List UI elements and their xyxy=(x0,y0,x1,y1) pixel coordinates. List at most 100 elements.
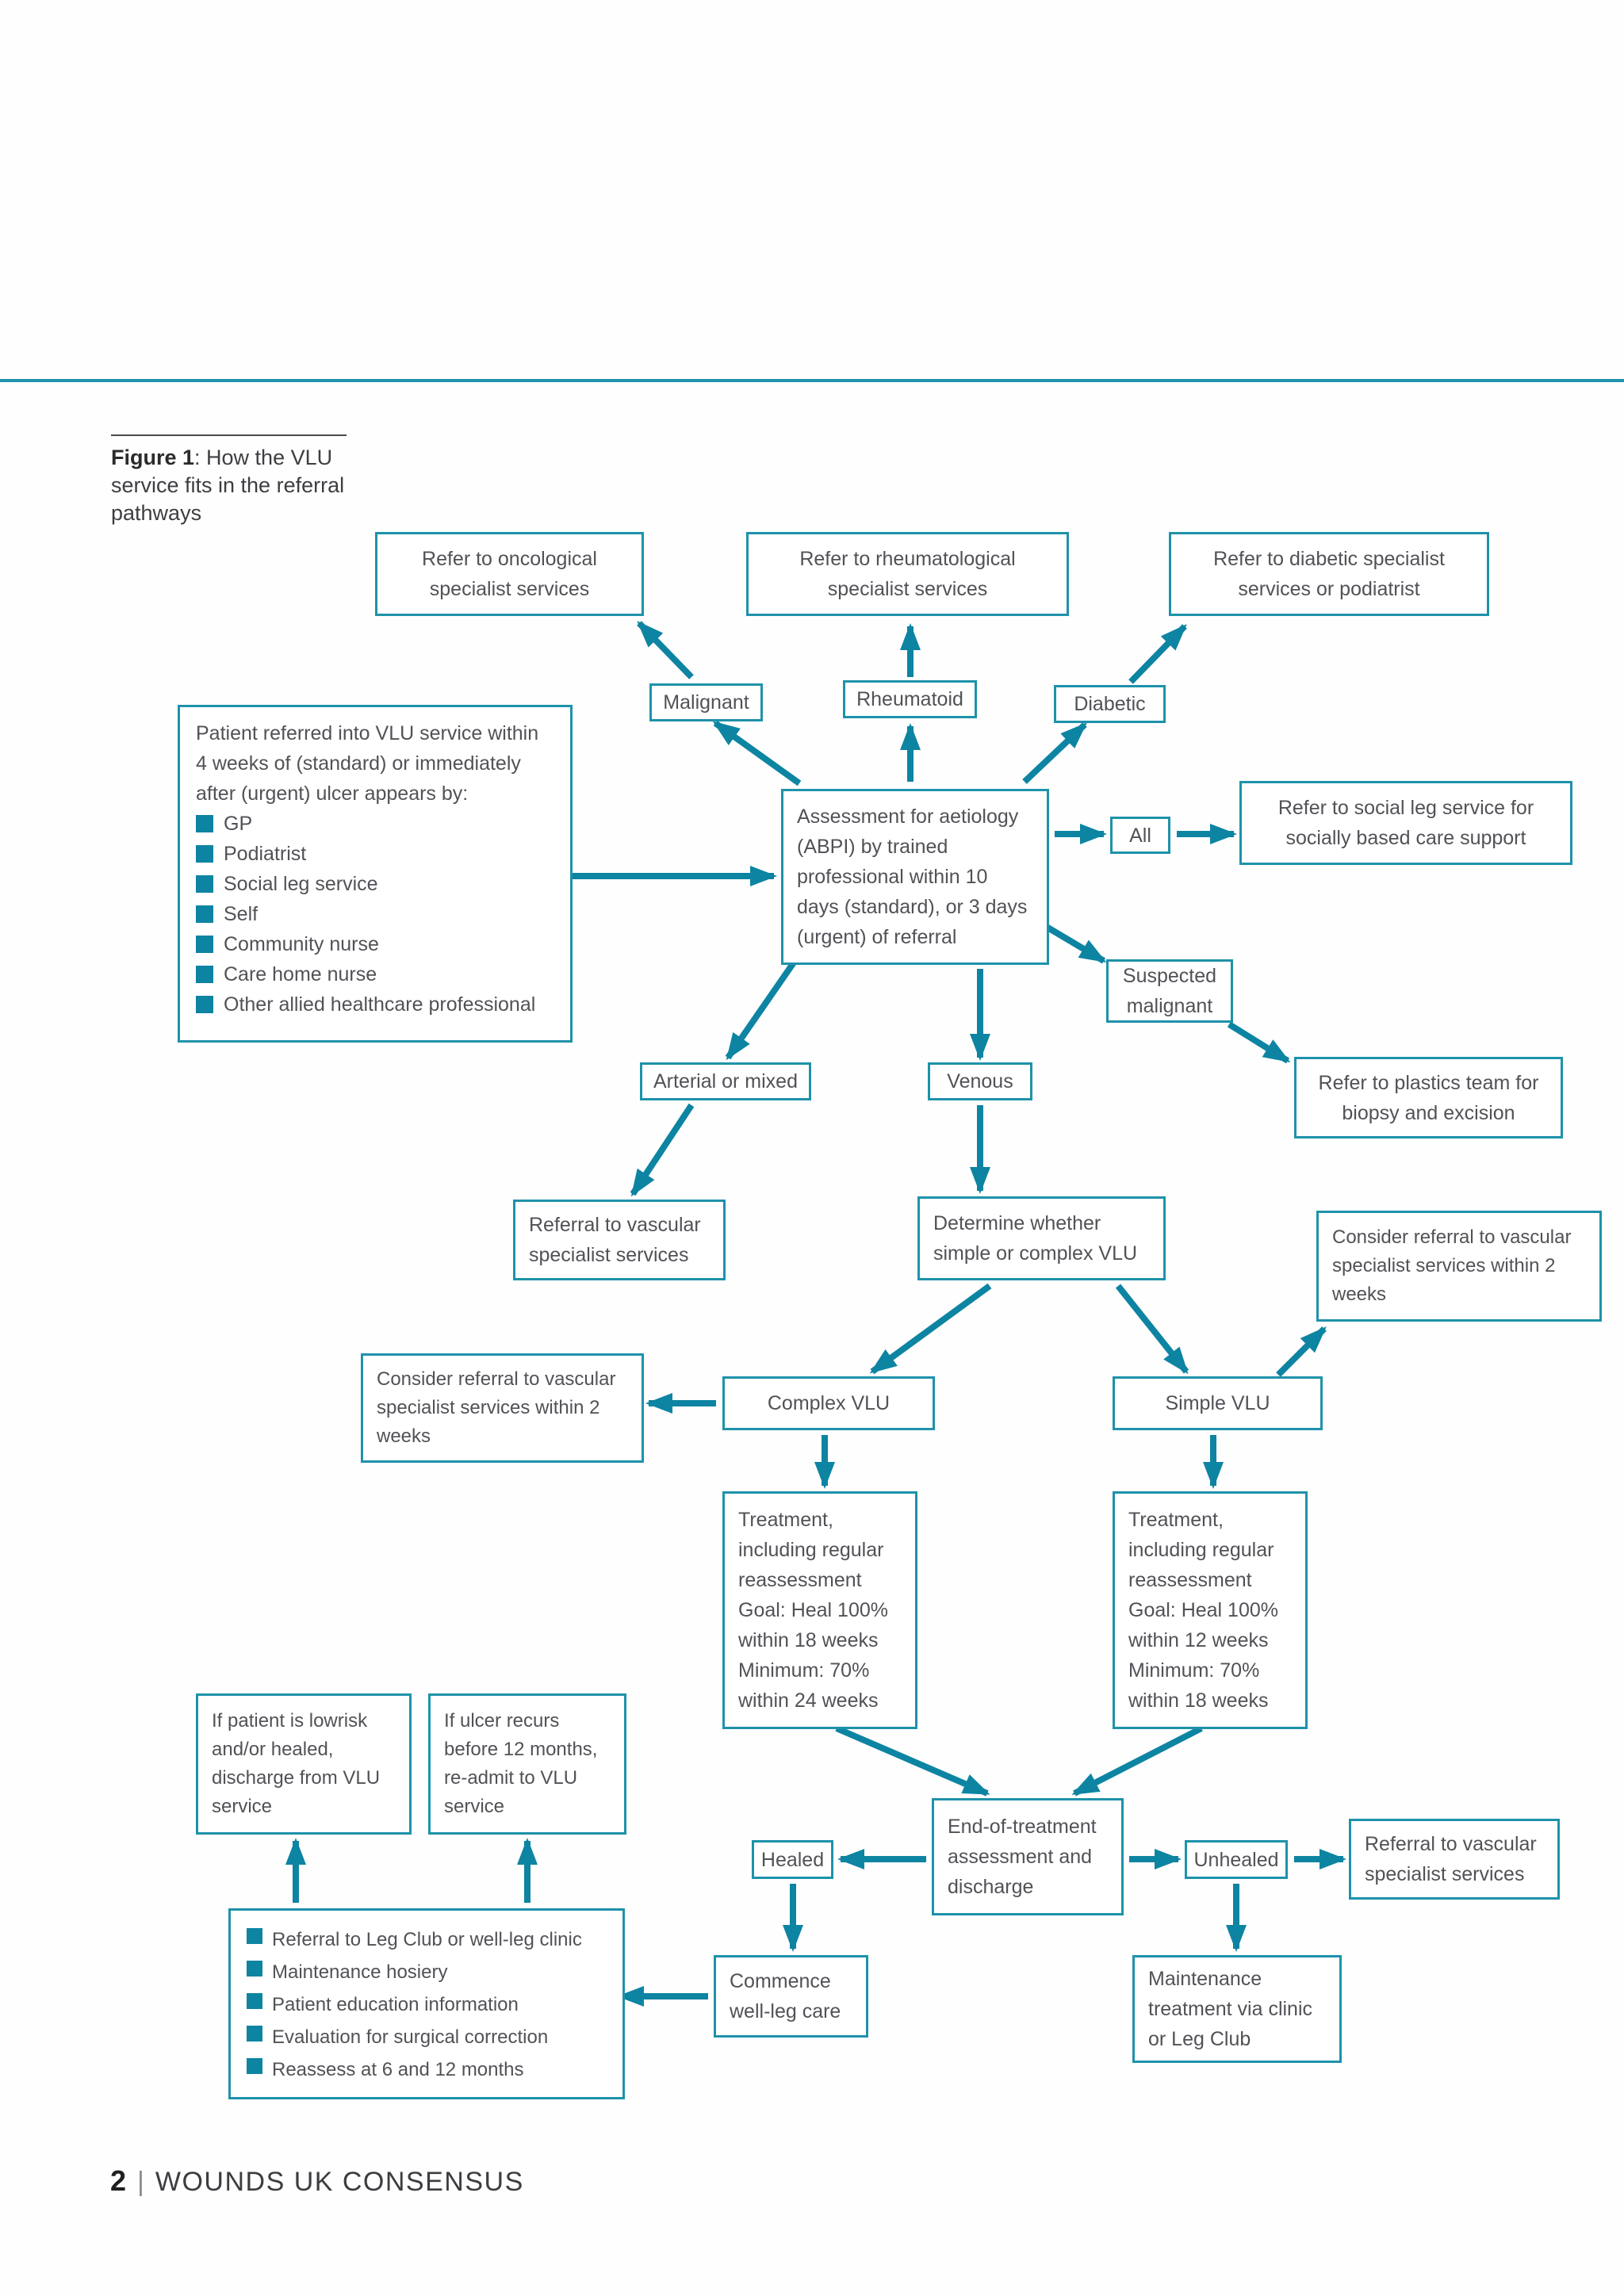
arrow-simple-to-consider-right xyxy=(1276,1326,1327,1377)
node-if-lowrisk: If patient is lowrisk and/or healed, dis… xyxy=(196,1693,412,1835)
node-label: Diabetic xyxy=(1074,693,1146,715)
bullet-square-icon xyxy=(247,1928,262,1944)
treatment-line: Minimum: 70% within 24 weeks xyxy=(738,1659,879,1712)
arrow-complex-treatment-to-end xyxy=(835,1725,990,1797)
node-diabetic: Diabetic xyxy=(1054,685,1166,723)
treatment-lines: Treatment, including regular reassessmen… xyxy=(1128,1505,1292,1716)
bullet-square-icon xyxy=(247,2058,262,2074)
node-label: Referral to vascular specialist services xyxy=(1365,1833,1537,1885)
referral-source-item: Care home nurse xyxy=(196,959,554,989)
bullet-text: Community nurse xyxy=(224,933,379,955)
bullet-text: Care home nurse xyxy=(224,963,377,985)
arrow-assessment-to-malignant xyxy=(712,720,802,786)
node-consider-vascular-right: Consider referral to vascular specialist… xyxy=(1316,1211,1602,1322)
treatment-line: Treatment, including regular reassessmen… xyxy=(1128,1509,1274,1591)
node-referral-vascular-mid: Referral to vascular specialist services xyxy=(513,1200,726,1280)
node-healed: Healed xyxy=(752,1840,833,1879)
node-arterial-or-mixed: Arterial or mixed xyxy=(640,1062,811,1100)
aftercare-item: Maintenance hosiery xyxy=(247,1956,607,1988)
node-referral-sources: Patient referred into VLU service within… xyxy=(178,705,573,1043)
arrow-assessment-to-suspected-malignant xyxy=(1043,923,1107,964)
node-label: End-of-treatment assessment and discharg… xyxy=(948,1816,1097,1898)
node-label: Referral to vascular specialist services xyxy=(529,1214,701,1266)
aftercare-item: Patient education information xyxy=(247,1988,607,2021)
referral-source-item: GP xyxy=(196,809,554,839)
arrow-malignant-to-oncological xyxy=(637,621,694,679)
bullet-text: Maintenance hosiery xyxy=(272,1961,448,1983)
footer-separator: | xyxy=(137,2167,144,2197)
treatment-line: Goal: Heal 100% within 18 weeks xyxy=(738,1599,889,1651)
node-end-of-treatment: End-of-treatment assessment and discharg… xyxy=(932,1798,1124,1915)
node-label: Refer to social leg service for socially… xyxy=(1277,797,1534,849)
figure-caption-label: Figure 1 xyxy=(111,446,195,469)
node-label: Malignant xyxy=(663,691,749,714)
node-unhealed: Unhealed xyxy=(1185,1840,1288,1879)
arrow-assessment-to-diabetic xyxy=(1022,722,1087,784)
figure-caption: Figure 1: How the VLU service fits in th… xyxy=(111,434,396,527)
bullet-square-icon xyxy=(196,815,213,832)
page-footer: 2|WOUNDS UK CONSENSUS xyxy=(110,2164,524,2198)
node-label: If patient is lowrisk and/or healed, dis… xyxy=(212,1710,381,1817)
node-label: Complex VLU xyxy=(767,1392,891,1414)
node-refer-diabetic: Refer to diabetic specialist services or… xyxy=(1169,532,1489,616)
node-label: Unhealed xyxy=(1193,1848,1279,1871)
node-maintenance: Maintenance treatment via clinic or Leg … xyxy=(1132,1955,1342,2063)
node-refer-plastics: Refer to plastics team for biopsy and ex… xyxy=(1294,1057,1563,1138)
node-treatment-complex: Treatment, including regular reassessmen… xyxy=(722,1491,917,1729)
treatment-line: Treatment, including regular reassessmen… xyxy=(738,1509,884,1591)
node-label: Refer to oncological specialist services xyxy=(422,548,597,600)
top-rule xyxy=(0,379,1624,382)
node-malignant: Malignant xyxy=(649,683,763,721)
node-if-recurs: If ulcer recurs before 12 months, re-adm… xyxy=(428,1693,626,1835)
bullet-text: Evaluation for surgical correction xyxy=(272,2026,549,2048)
node-label: Refer to diabetic specialist services or… xyxy=(1213,548,1445,600)
arrow-arterial-to-vascular xyxy=(630,1103,695,1197)
bullet-square-icon xyxy=(247,1961,262,1976)
node-refer-rheumatological: Refer to rheumatological specialist serv… xyxy=(746,532,1069,616)
bullet-text: Patient education information xyxy=(272,1994,519,2015)
node-label: Consider referral to vascular specialist… xyxy=(1332,1226,1572,1305)
node-all: All xyxy=(1110,817,1170,854)
node-label: Assessment for aetiology (ABPI) by train… xyxy=(797,806,1028,948)
treatment-line: Minimum: 70% within 18 weeks xyxy=(1128,1659,1269,1712)
aftercare-item: Evaluation for surgical correction xyxy=(247,2021,607,2053)
node-label: Rheumatoid xyxy=(856,688,963,710)
caption-rule xyxy=(111,434,347,436)
node-suspected-malignant: Suspected malignant xyxy=(1106,959,1233,1023)
aftercare-item: Referral to Leg Club or well-leg clinic xyxy=(247,1923,607,1956)
bullet-square-icon xyxy=(247,2026,262,2042)
aftercare-item: Reassess at 6 and 12 months xyxy=(247,2053,607,2086)
node-commence: Commence well-leg care xyxy=(714,1955,868,2038)
treatment-line: Goal: Heal 100% within 12 weeks xyxy=(1128,1599,1279,1651)
bullet-text: Other allied healthcare professional xyxy=(224,993,536,1016)
referral-source-item: Other allied healthcare professional xyxy=(196,989,554,1020)
node-label: All xyxy=(1129,824,1151,847)
node-label: Arterial or mixed xyxy=(653,1070,798,1093)
referral-source-item: Community nurse xyxy=(196,929,554,959)
node-label: Healed xyxy=(760,1848,825,1871)
node-label: Venous xyxy=(947,1070,1013,1093)
bullet-square-icon xyxy=(196,936,213,953)
node-rheumatoid: Rheumatoid xyxy=(843,680,977,718)
bullet-square-icon xyxy=(196,875,213,893)
arrow-determine-to-complex xyxy=(869,1283,992,1375)
node-complex-vlu: Complex VLU xyxy=(722,1376,935,1430)
node-label: Commence well-leg care xyxy=(730,1970,841,2022)
bullet-text: Social leg service xyxy=(224,873,378,895)
node-label: Suspected malignant xyxy=(1122,965,1217,1017)
bullet-text: GP xyxy=(224,813,253,835)
bullet-square-icon xyxy=(196,966,213,983)
bullet-text: Podiatrist xyxy=(224,843,307,865)
node-simple-vlu: Simple VLU xyxy=(1113,1376,1323,1430)
bullet-text: Referral to Leg Club or well-leg clinic xyxy=(272,1929,582,1950)
node-label: If ulcer recurs before 12 months, re-adm… xyxy=(444,1710,598,1817)
referral-source-item: Social leg service xyxy=(196,869,554,899)
bullet-square-icon xyxy=(196,996,213,1013)
footer-publication: WOUNDS UK CONSENSUS xyxy=(155,2167,524,2197)
figure-caption-rest: : How the VLU service fits in the referr… xyxy=(111,446,345,525)
arrow-simple-treatment-to-end xyxy=(1071,1725,1203,1797)
bullet-square-icon xyxy=(247,1993,262,2009)
